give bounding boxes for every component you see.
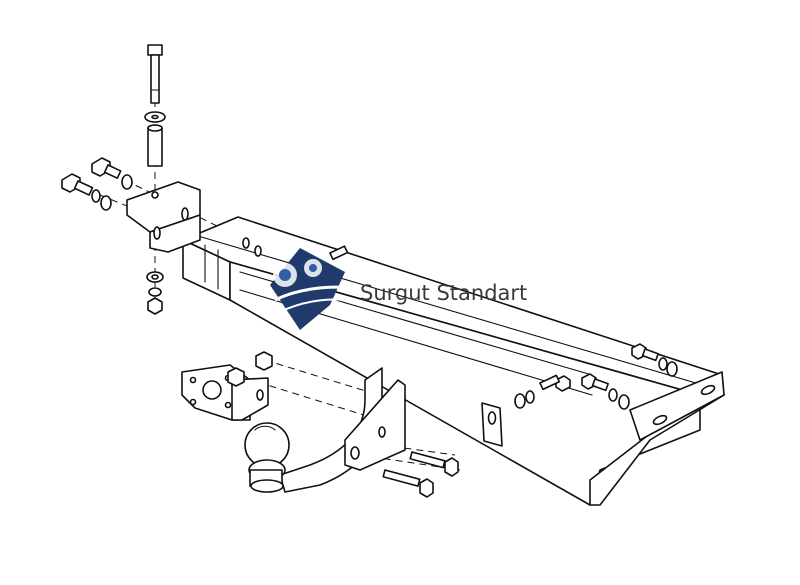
- brand-logo: Surgut Standart: [270, 248, 527, 330]
- right-end-bracket: [629, 371, 725, 441]
- neck-bolts: [382, 451, 459, 498]
- tow-ball-neck: [279, 367, 406, 493]
- left-upper-bracket: [126, 181, 201, 253]
- bracket-nuts: [227, 351, 273, 387]
- right-side-bolts: [514, 343, 678, 410]
- left-side-bolts: [61, 157, 133, 211]
- socket-bracket: [181, 364, 269, 421]
- tow-ball: [244, 422, 290, 493]
- vertical-bolt-assembly: [144, 44, 166, 167]
- brand-name: Surgut Standart: [360, 281, 527, 305]
- beam-top-bolts: [242, 237, 349, 261]
- beam-center-plate: [481, 402, 503, 447]
- lower-fasteners: [146, 271, 164, 315]
